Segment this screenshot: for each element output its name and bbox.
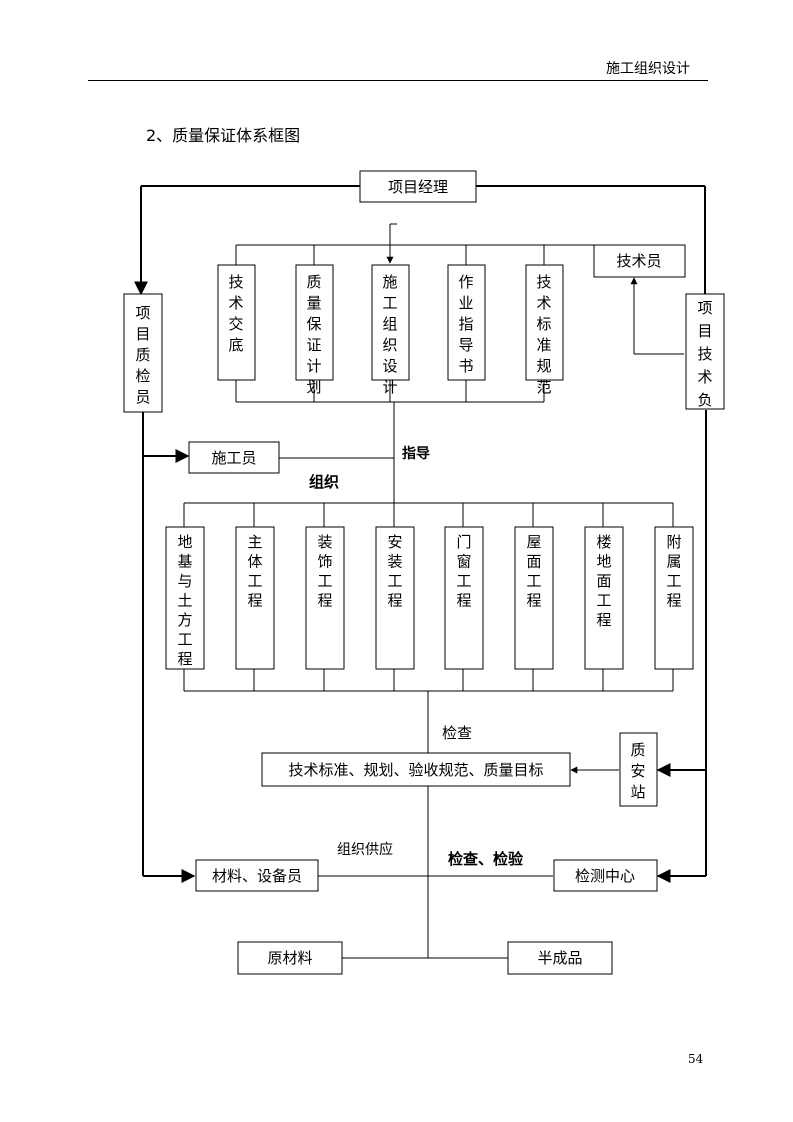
tech-leader-label: 项目技术负: [697, 299, 712, 409]
doc-box-0: [217, 264, 256, 381]
work-label-5: 屋面工程: [526, 533, 541, 610]
page-header: 施工组织设计: [606, 61, 690, 77]
semi-products-box: [507, 941, 613, 975]
section-title: 2、质量保证体系框图: [146, 126, 301, 145]
quality-station-label: 质安站: [630, 741, 645, 801]
materials-staff-label: 材料、设备员: [212, 867, 302, 885]
work-box-3: [375, 526, 415, 670]
work-label-2: 装饰工程: [317, 533, 332, 610]
work-label-0: 地基与土方工程: [177, 533, 192, 668]
connector-labels: 指导 组织 检查 组织供应 检查、检验: [309, 445, 524, 868]
check-label: 检查: [442, 724, 472, 742]
raw-materials-label: 原材料: [267, 949, 312, 967]
header-rule: [88, 80, 708, 81]
doc-label-2: 施工组织设计: [382, 273, 397, 396]
work-box-5: [514, 526, 554, 670]
work-box-2: [305, 526, 345, 670]
work-box-0: [165, 526, 205, 670]
doc-label-0: 技术交底: [228, 273, 243, 354]
page-number: 54: [688, 1052, 704, 1066]
raw-materials-box: [237, 941, 343, 975]
doc-box-1: [295, 264, 334, 381]
work-box-7: [654, 526, 694, 670]
doc-label-1: 质量保证计划: [306, 273, 321, 396]
work-label-1: 主体工程: [247, 533, 262, 610]
project-manager-label: 项目经理: [388, 178, 448, 196]
test-center-label: 检测中心: [575, 867, 635, 885]
quality-station-box: [619, 732, 658, 807]
work-label-7: 附属工程: [666, 533, 681, 610]
project-manager-box: [359, 170, 477, 203]
doc-label-3: 作业指导书: [458, 273, 473, 375]
semi-products-label: 半成品: [537, 949, 582, 967]
construction-staff-label: 施工员: [211, 449, 256, 467]
box-labels: 项目经理 技术员 施工员 技术标准、规划、验收规范、质量目标 材料、设备员 检测…: [211, 178, 661, 967]
test-center-box: [553, 859, 658, 892]
materials-staff-box: [195, 859, 319, 892]
quality-inspector-box: [123, 293, 163, 413]
work-label-6: 楼地面工程: [596, 533, 611, 629]
tech-leader-box: [685, 293, 725, 410]
standards-box: [261, 752, 571, 787]
doc-box-3: [447, 264, 486, 381]
doc-box-4: [525, 264, 564, 381]
guide-label: 指导: [402, 445, 430, 462]
organize-label: 组织: [309, 473, 339, 491]
technician-box: [593, 244, 686, 278]
doc-label-4: 技术标准规范: [536, 273, 551, 396]
work-label-3: 安装工程: [387, 533, 402, 610]
quality-inspector-label: 项目质检员: [135, 304, 150, 406]
inspect-label: 检查、检验: [448, 850, 524, 868]
construction-staff-box: [188, 441, 280, 474]
work-label-4: 门窗工程: [456, 533, 471, 610]
work-box-6: [584, 526, 624, 670]
doc-box-2: [371, 264, 410, 381]
work-box-4: [444, 526, 484, 670]
node-boxes: [123, 170, 725, 975]
technician-label: 技术员: [616, 252, 661, 270]
work-box-1: [235, 526, 275, 670]
standards-label: 技术标准、规划、验收规范、质量目标: [288, 761, 543, 779]
supply-label: 组织供应: [337, 841, 393, 858]
vertical-labels: 项目质检员 项目技术负 技术交底 质量保证计划 施工组织设计 作业指导书 技术标…: [135, 273, 712, 801]
connector-lines: [134, 185, 707, 959]
